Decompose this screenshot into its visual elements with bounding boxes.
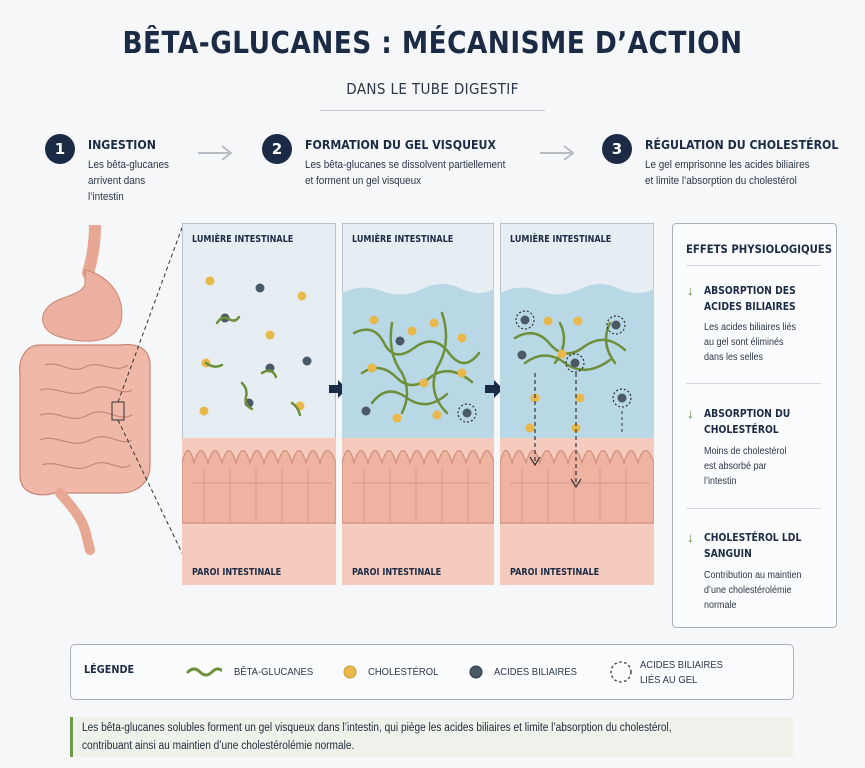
bile-acid-icon: [469, 665, 483, 679]
summary-box: [70, 717, 793, 757]
step-2-title: FORMATION DU GEL VISQUEUX: [305, 137, 496, 152]
panel-2-gel-formation: [342, 223, 494, 585]
legend-beta-glucanes-label: BÊTA-GLUCANES: [234, 666, 314, 678]
step-arrow-1-icon: [198, 145, 233, 161]
summary-text: Les bêta-glucanes solubles forment un ge…: [82, 722, 672, 752]
panel-3-bottom-label: PAROI INTESTINALE: [510, 567, 600, 578]
page-title: BÊTA-GLUCANES : MÉCANISME D’ACTION: [122, 26, 743, 61]
legend-acides-biliaires-label: ACIDES BILIAIRES: [494, 666, 577, 678]
title-divider: [320, 110, 545, 111]
effects-panel: [672, 223, 837, 628]
down-arrow-icon: ↓: [687, 406, 694, 421]
step-3-badge: 3: [602, 134, 632, 164]
legend-cholesterol-label: CHOLESTÉROL: [368, 666, 439, 678]
effects-title-divider: [686, 265, 821, 266]
effects-divider: [686, 508, 821, 509]
down-arrow-icon: ↓: [687, 530, 694, 545]
panel-2-bottom-label: PAROI INTESTINALE: [352, 567, 442, 578]
step-1-badge: 1: [45, 134, 75, 164]
panel-3-top-label: LUMIÈRE INTESTINALE: [510, 234, 612, 245]
bound-bile-acid-icon: [610, 661, 632, 683]
step-1-title: INGESTION: [88, 137, 156, 152]
effects-divider: [686, 383, 821, 384]
panel-3-cholesterol-regulation: [500, 223, 654, 585]
step-2-description: Les bêta-glucanes se dissolvent partiell…: [305, 159, 506, 187]
panel-1-top-label: LUMIÈRE INTESTINALE: [192, 234, 294, 245]
digestive-tract-illustration: [19, 225, 184, 555]
step-2-badge: 2: [262, 134, 292, 164]
effects-title: EFFETS PHYSIOLOGIQUES: [686, 242, 833, 256]
panel-1-bottom-label: PAROI INTESTINALE: [192, 567, 282, 578]
down-arrow-icon: ↓: [687, 283, 694, 298]
cholesterol-icon: [343, 665, 357, 679]
panel-arrow-2-icon: [485, 380, 503, 398]
legend-title: LÉGENDE: [84, 663, 135, 676]
step-arrow-2-icon: [540, 145, 575, 161]
panel-2-top-label: LUMIÈRE INTESTINALE: [352, 234, 454, 245]
page-subtitle: DANS LE TUBE DIGESTIF: [346, 80, 519, 98]
panel-1-ingestion: [182, 223, 336, 585]
step-3-title: RÉGULATION DU CHOLESTÉROL: [645, 137, 839, 152]
legend-panel: [70, 644, 794, 700]
beta-glucan-icon: [186, 667, 222, 677]
